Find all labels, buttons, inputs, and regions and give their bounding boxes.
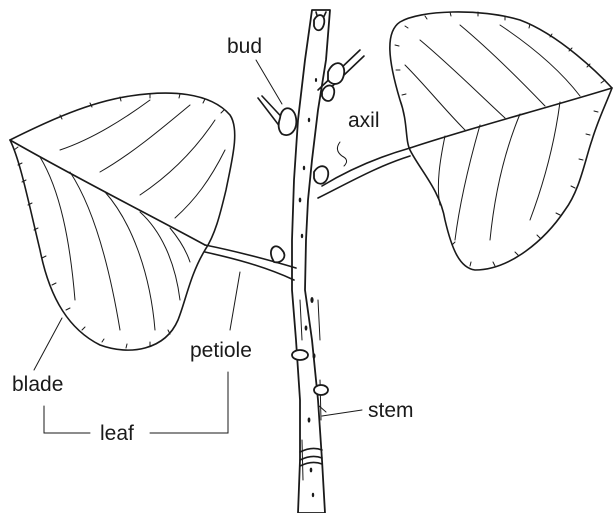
bud-label: bud bbox=[227, 36, 262, 57]
axil-pointer bbox=[337, 142, 346, 166]
axil-label: axil bbox=[348, 110, 380, 131]
stem-pointer bbox=[322, 410, 362, 416]
left-leaf-blade bbox=[10, 93, 235, 350]
stem-label: stem bbox=[368, 400, 414, 421]
right-leaf-blade bbox=[390, 12, 612, 270]
blade-pointer bbox=[34, 318, 62, 370]
leaf-label: leaf bbox=[100, 423, 134, 444]
bud-pointer bbox=[256, 60, 282, 104]
blade-label: blade bbox=[12, 374, 63, 395]
leaf-bracket bbox=[44, 372, 228, 433]
petiole-label: petiole bbox=[190, 340, 252, 361]
stem-shape bbox=[292, 10, 330, 513]
bud-shape bbox=[279, 108, 297, 135]
petiole-pointer bbox=[230, 272, 240, 330]
